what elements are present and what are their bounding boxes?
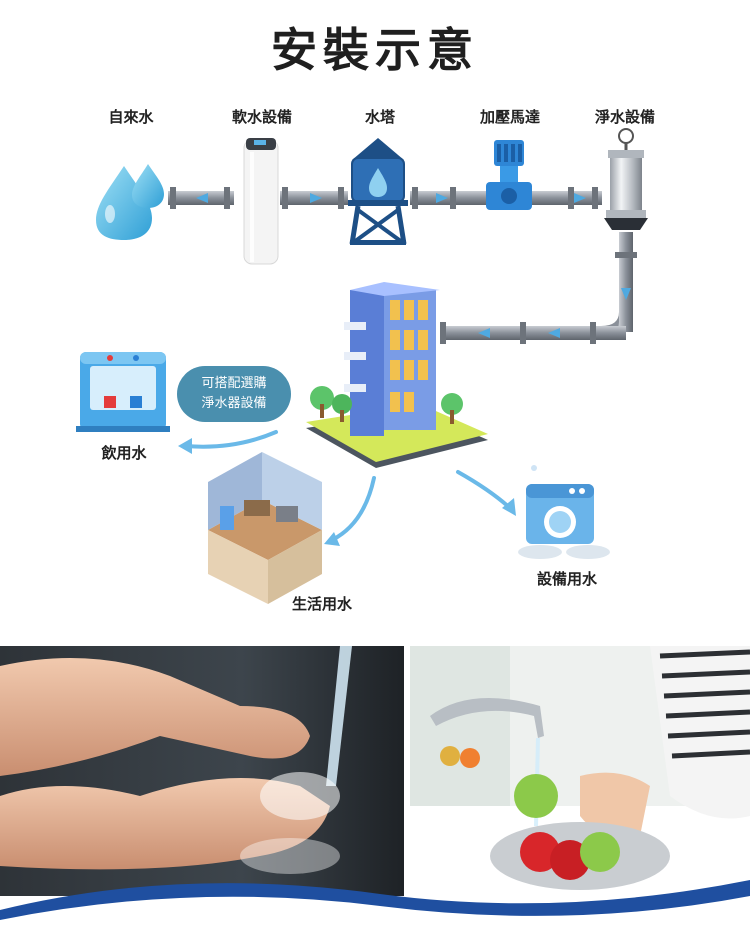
optional-purifier-badge: 可搭配選購 淨水器設備 <box>177 366 291 422</box>
installation-diagram <box>76 128 648 604</box>
stage-label-water-tower: 水塔 <box>364 108 395 126</box>
flow-arrow-to-living <box>330 476 376 542</box>
stage-label-softener: 軟水設備 <box>231 108 292 126</box>
kitchen-room-icon <box>208 452 322 604</box>
pipe-segment-3 <box>410 187 492 209</box>
stage-label-pump: 加壓馬達 <box>479 108 540 126</box>
water-tower-icon <box>348 138 408 245</box>
washing-machine-icon <box>518 465 610 559</box>
pipe-segment-4 <box>530 187 602 209</box>
water-drops-icon <box>96 164 164 240</box>
stage-label-tap-water: 自來水 <box>108 108 154 126</box>
pipe-segment-2 <box>280 187 348 209</box>
pipe-segment-5 <box>601 232 637 340</box>
building-icon <box>306 282 488 468</box>
badge-line-1: 可搭配選購 <box>201 376 267 391</box>
pipe-segment-1 <box>168 187 234 209</box>
water-softener-icon <box>243 138 279 265</box>
use-label-drinking: 飲用水 <box>101 444 147 462</box>
flow-arrow-head-living <box>324 532 340 546</box>
fruit-washing-photo <box>410 646 750 896</box>
badge-line-2: 淨水器設備 <box>201 396 267 411</box>
water-dispenser-icon <box>76 352 170 432</box>
stage-label-purifier: 淨水設備 <box>594 108 655 126</box>
water-purifier-icon <box>604 128 648 230</box>
hands-washing-photo <box>0 646 404 896</box>
booster-pump-icon <box>486 140 532 210</box>
flow-arrow-head-equipment <box>502 498 516 516</box>
pipe-segment-6 <box>440 322 626 344</box>
page-title: 安裝示意 <box>271 23 479 77</box>
use-label-living: 生活用水 <box>291 595 352 613</box>
flow-arrow-head-drinking <box>178 438 192 454</box>
bottom-wave-decoration <box>0 880 750 941</box>
flow-arrow-to-equipment <box>456 470 512 510</box>
use-label-equipment: 設備用水 <box>536 570 597 588</box>
flow-arrow-to-drinking <box>184 430 278 449</box>
